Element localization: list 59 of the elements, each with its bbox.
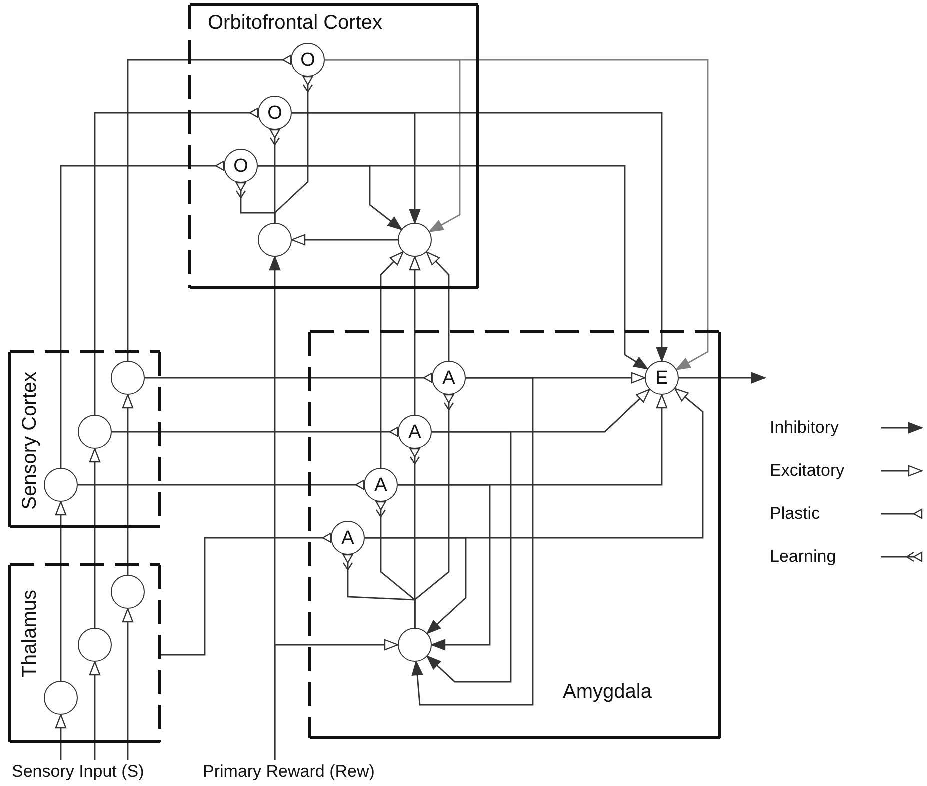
input-label: Sensory Input (S) <box>12 760 144 784</box>
connection-arrow <box>55 714 67 760</box>
neuron-circle <box>398 628 432 662</box>
region-label: Thalamus <box>20 590 40 678</box>
input-label: Primary Reward (Rew) <box>203 760 375 784</box>
connection-arrow <box>426 431 512 683</box>
connection-arrow <box>127 54 292 361</box>
connection-arrow <box>112 426 399 438</box>
region-box <box>10 352 160 527</box>
legend-label: Inhibitory <box>770 418 839 438</box>
legend-label: Excitatory <box>770 461 845 481</box>
region-label: Sensory Cortex <box>20 372 40 510</box>
neuron-circle: O <box>258 96 292 130</box>
connection-arrow <box>274 639 399 760</box>
neuron-circle <box>258 223 292 257</box>
connection-arrow <box>342 554 416 628</box>
connection-arrow <box>145 372 433 384</box>
neuron-circle: A <box>432 361 466 395</box>
neuron-circle <box>111 575 145 609</box>
neuron-circle: A <box>398 415 432 449</box>
connection-arrow <box>89 448 101 628</box>
region-label: Orbitofrontal Cortex <box>208 13 383 33</box>
connection-arrow <box>55 501 67 681</box>
region-box <box>10 565 160 742</box>
connection-arrow <box>380 252 404 468</box>
connection-arrow <box>122 608 134 760</box>
connection-arrow <box>160 532 332 656</box>
neuron-circle <box>44 681 78 715</box>
connection-arrow <box>365 537 467 634</box>
connection-arrow <box>409 256 421 415</box>
connection-arrow <box>325 59 709 370</box>
connection-arrow <box>236 182 276 223</box>
connection-arrow <box>60 160 225 468</box>
neuron-circle <box>111 361 145 395</box>
legend-label: Plastic <box>770 504 820 524</box>
region-box <box>310 332 720 738</box>
connection-arrow <box>78 480 365 490</box>
connection-arrow <box>292 112 668 362</box>
neuron-circle: E <box>645 361 679 395</box>
connection-arrow <box>412 377 534 706</box>
legend-label: Learning <box>770 547 836 567</box>
connection-arrow <box>426 252 450 361</box>
neuron-circle <box>398 223 432 257</box>
connection-arrow <box>291 234 398 246</box>
neuron-circle <box>78 628 112 662</box>
neuron-circle: A <box>364 468 398 502</box>
neuron-circle: A <box>331 521 365 555</box>
region-box <box>190 5 478 288</box>
neuron-circle <box>78 415 112 449</box>
neuron-circle: O <box>291 43 325 77</box>
region-label: Amygdala <box>563 682 652 702</box>
neuron-circle: O <box>224 149 258 183</box>
connection-arrow <box>258 165 648 370</box>
neuron-circle <box>44 468 78 502</box>
connection-arrow <box>398 484 491 651</box>
output-arrow <box>679 372 766 384</box>
connection-arrow <box>122 394 134 575</box>
connection-arrow <box>89 661 101 760</box>
connection-arrow <box>94 108 259 415</box>
